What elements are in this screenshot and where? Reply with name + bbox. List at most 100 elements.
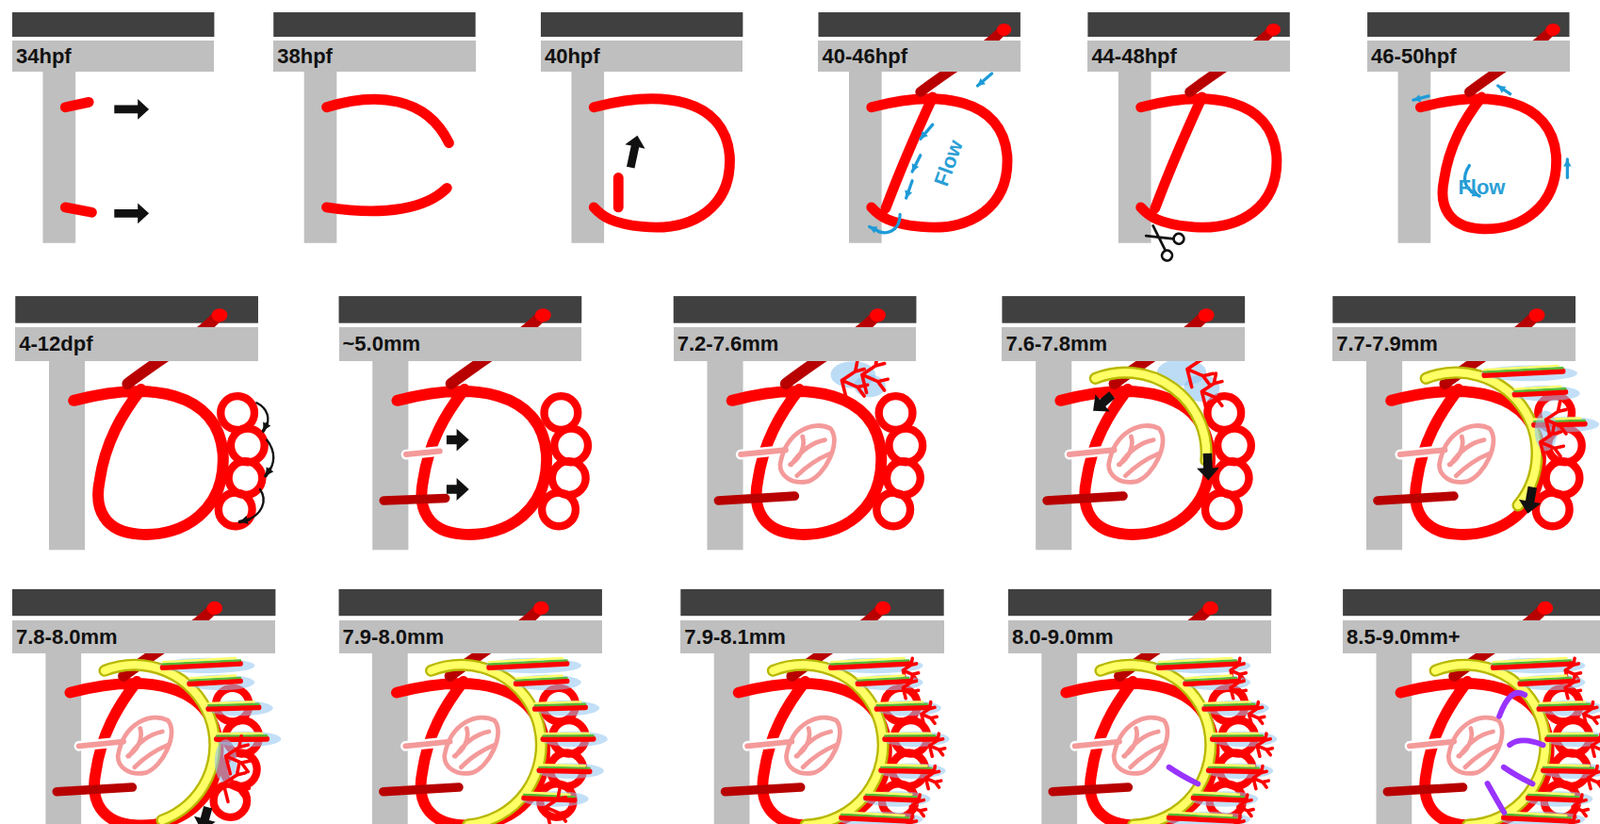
ray-vessel — [208, 706, 259, 709]
vessel-cap — [1537, 601, 1554, 615]
growth-arrow — [114, 98, 149, 120]
stage-label: ~5.0mm — [342, 331, 422, 357]
vessel-scallop — [888, 428, 923, 463]
ray-vessel — [189, 680, 241, 684]
ray-glow — [159, 657, 255, 674]
purple-vessel — [1503, 767, 1534, 784]
ray-glow — [536, 762, 605, 779]
vessel-outline — [79, 741, 124, 747]
dark-bar — [12, 588, 276, 616]
arrow-shape — [446, 428, 470, 452]
organ — [117, 717, 172, 773]
ray-glow — [521, 790, 589, 807]
vessel-sprout — [545, 788, 569, 823]
ray-nerve — [1519, 674, 1567, 678]
growth-arrow — [1196, 452, 1221, 480]
gray-axis — [1376, 651, 1413, 824]
panel-illustration — [1001, 295, 1251, 550]
arrow-shape — [1085, 386, 1119, 420]
growth-arrow — [446, 477, 470, 501]
ray-nerve — [1208, 764, 1255, 766]
ray-vessel — [1193, 797, 1244, 800]
stage-label: 46-50hpf — [1371, 44, 1456, 69]
vessel-sprout — [925, 766, 941, 789]
vessel-pink — [740, 449, 786, 455]
panel-illustration — [1008, 588, 1277, 824]
stage-label: 4-12dpf — [18, 331, 93, 357]
ray-nerve — [1515, 386, 1562, 390]
ray-nerve — [516, 674, 563, 678]
stage-label: 40-46hpf — [821, 44, 907, 69]
vessel-outline — [1075, 741, 1120, 747]
ray-line — [1547, 734, 1598, 737]
ray-nerve — [1212, 732, 1258, 735]
ray-glow — [186, 674, 256, 691]
vessel-cap — [212, 308, 229, 322]
ray-vessel — [1515, 391, 1567, 395]
dark-bar — [673, 295, 917, 324]
arrow-shape — [114, 203, 149, 225]
ray-glow — [512, 674, 582, 691]
dark-bar — [1367, 12, 1569, 37]
gray-axis — [45, 651, 82, 824]
gray-axis — [372, 651, 409, 824]
ray-glow — [486, 657, 582, 674]
stage-label: 38hpf — [277, 44, 333, 69]
vessel — [593, 98, 730, 228]
vessel-outline — [1069, 449, 1115, 455]
vessel-cap — [869, 308, 886, 322]
vessel — [871, 98, 1008, 228]
ray-nerve — [841, 811, 904, 816]
dark-bar — [15, 295, 259, 324]
stage-band: 7.7-7.9mm — [1332, 326, 1576, 361]
ray-line — [535, 703, 586, 706]
ray-vessel — [858, 680, 910, 684]
growth-arrow — [620, 132, 648, 169]
vessel-dark — [56, 786, 132, 792]
arrow-head — [262, 422, 271, 432]
dark-bar — [1087, 12, 1290, 37]
vessel — [326, 98, 450, 143]
ray-vessel — [516, 680, 568, 684]
vessel-sprout — [1583, 702, 1600, 725]
vessel — [1155, 97, 1203, 209]
stage-label: 7.7-7.9mm — [1336, 331, 1438, 357]
vessel-sprout — [1572, 794, 1588, 817]
arrow-head — [265, 466, 274, 475]
growth-arrow — [1085, 386, 1119, 420]
panel-illustration — [339, 588, 608, 824]
panel-illustration — [273, 12, 475, 244]
organ — [785, 717, 840, 773]
arrow-shape — [114, 98, 149, 120]
vessel-pink — [405, 741, 450, 747]
vessel-scallop — [544, 395, 579, 430]
ray-nerve — [208, 701, 254, 703]
ray-vessel — [543, 735, 594, 742]
vessel-cap — [1546, 23, 1561, 36]
vessel-pink — [406, 450, 441, 455]
arrow-shape — [191, 803, 220, 824]
panel-illustration — [673, 295, 923, 550]
ray-nerve — [523, 791, 570, 794]
vessel-cap — [533, 601, 550, 615]
arrow-shape — [620, 132, 648, 169]
dark-bar — [339, 295, 583, 324]
vessel-dark — [1377, 495, 1454, 501]
vessel — [326, 187, 448, 212]
panel-illustration — [1367, 12, 1571, 244]
vessel-sprout — [910, 794, 926, 817]
ray-nerve — [1204, 701, 1250, 703]
vessel-scallop — [876, 492, 911, 527]
vessel-dark — [1387, 786, 1463, 792]
stage-band: 8.5-9.0mm+ — [1342, 620, 1600, 654]
ray-line — [1538, 703, 1589, 706]
vessel-pink — [1409, 741, 1454, 747]
panel-illustration — [15, 295, 274, 550]
vessel-scallop — [1207, 395, 1241, 430]
ray-line — [543, 734, 594, 737]
vessel-scallop — [554, 428, 588, 463]
growth-arrow — [446, 428, 470, 452]
stage-label: 34hpf — [16, 44, 72, 69]
